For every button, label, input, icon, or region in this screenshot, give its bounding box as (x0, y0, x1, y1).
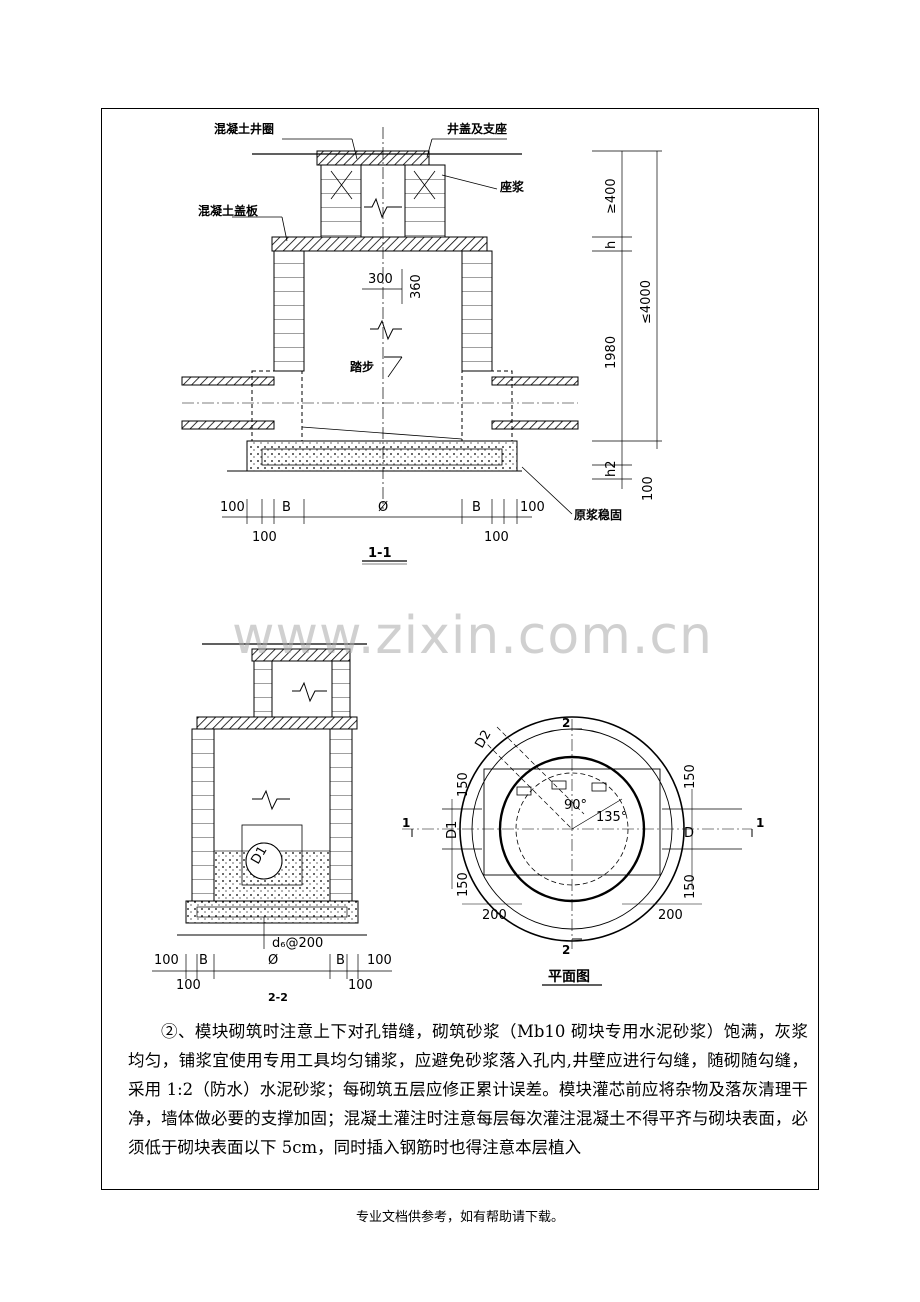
plan-dim-D2: D2 (472, 728, 494, 751)
section-2-2-title: 2-2 (268, 991, 288, 1004)
dim-B-left: B (282, 500, 291, 515)
page-footer: 专业文档供参考，如有帮助请下载。 (355, 1210, 564, 1225)
plan-dim-150-a: 150 (456, 772, 471, 797)
plan-dim-D: D (684, 826, 694, 841)
dim2-B-right: B (336, 953, 345, 968)
plan-dim-D1: D1 (445, 821, 460, 839)
plan-dim-150-c: 150 (683, 764, 698, 789)
dim2-100-b: 100 (367, 953, 392, 968)
label-cover-slab: 混凝土盖板 (198, 203, 259, 218)
section-2-2-labels: 100 B Ø B 100 100 100 d₆@200 D1 2-2 (154, 844, 392, 1004)
document-frame: 混凝土井圈 井盖及支座 座浆 混凝土盖板 踏步 原浆稳固 300 360 ≥40… (101, 108, 819, 1190)
plan-dim-150-d: 150 (683, 874, 698, 899)
dim2-100-c: 100 (176, 978, 201, 993)
dim-h: h (604, 241, 619, 249)
label-step: 踏步 (350, 359, 374, 374)
dim-100-a: 100 (220, 500, 245, 515)
label-soil-stabilize: 原浆稳固 (574, 507, 622, 522)
plan-angle-135: 135° (596, 810, 627, 825)
dim-h2: h2 (604, 460, 619, 477)
label-concrete-collar: 混凝土井圈 (214, 121, 274, 136)
plan-sec-2-top: 2 (562, 716, 570, 730)
dim-300: 300 (368, 272, 393, 287)
section-1-1-labels: 混凝土井圈 井盖及支座 座浆 混凝土盖板 踏步 原浆稳固 300 360 ≥40… (198, 121, 656, 561)
manhole-drawings: 混凝土井圈 井盖及支座 座浆 混凝土盖板 踏步 原浆稳固 300 360 ≥40… (152, 121, 764, 1004)
plan-view-labels: 150 150 150 150 D1 D 200 200 D2 90° 135°… (402, 716, 764, 985)
dim2-bar: d₆@200 (272, 936, 323, 951)
dim-100-c: 100 (252, 530, 277, 545)
dim-4000: ≤4000 (639, 280, 654, 324)
section-2-2 (152, 643, 392, 979)
section-1-1 (181, 127, 662, 565)
plan-title: 平面图 (548, 969, 590, 985)
dim-400: ≥400 (604, 178, 619, 214)
dim2-phi: Ø (268, 953, 278, 968)
plan-sec-2-bottom: 2 (562, 943, 570, 957)
plan-sec-1-left: 1 (402, 816, 410, 830)
dim2-100-d: 100 (348, 978, 373, 993)
dim-1980: 1980 (604, 336, 619, 369)
dim2-100-a: 100 (154, 953, 179, 968)
plan-dim-200-b: 200 (658, 908, 683, 923)
body-paragraph: ②、模块砌筑时注意上下对孔错缝，砌筑砂浆（Mb10 砌块专用水泥砂浆）饱满，灰浆… (128, 1022, 808, 1157)
dim-B-right: B (472, 500, 481, 515)
plan-dim-150-b: 150 (456, 872, 471, 897)
label-seat-mortar: 座浆 (499, 179, 525, 194)
dim-100-d: 100 (484, 530, 509, 545)
section-1-1-title: 1-1 (368, 546, 392, 561)
dim-360: 360 (409, 274, 424, 299)
plan-view (402, 716, 753, 986)
plan-angle-90: 90° (564, 798, 587, 813)
watermark: www.zixin.com.cn (232, 606, 713, 666)
plan-dim-200-a: 200 (482, 908, 507, 923)
plan-sec-1-right: 1 (756, 816, 764, 830)
dim2-B-left: B (199, 953, 208, 968)
dim-100-right: 100 (641, 476, 656, 501)
dim-phi: Ø (378, 500, 388, 515)
label-cover-seat: 井盖及支座 (447, 121, 507, 136)
dim-100-b: 100 (520, 500, 545, 515)
